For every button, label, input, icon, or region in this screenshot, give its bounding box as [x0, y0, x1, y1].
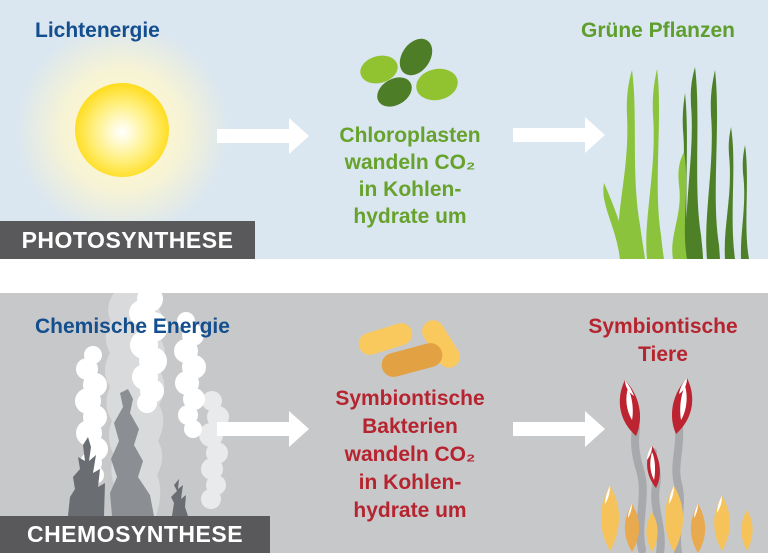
- green-plants-label: Grüne Pflanzen: [580, 19, 736, 42]
- green-plants-illustration: [603, 67, 749, 259]
- process-line: Chloroplasten: [339, 124, 481, 147]
- chemical-energy-label: Chemische Energie: [35, 315, 230, 338]
- process-line: Bakterien: [362, 415, 458, 438]
- process-line: Symbiontische: [335, 387, 485, 410]
- arrow-right-icon: [217, 118, 309, 154]
- symbiotic-animals-label: Symbiontische Tiere: [563, 313, 763, 369]
- photosynthesis-panel: Lichtenergie Chloroplasten wandeln CO₂ i…: [0, 0, 768, 259]
- process-line: wandeln CO₂: [344, 151, 476, 174]
- chemosynthesis-process-text: Symbiontische Bakterien wandeln CO₂ in K…: [310, 385, 510, 525]
- photosynthesis-process-text: Chloroplasten wandeln CO₂ in Kohlen- hyd…: [310, 122, 510, 230]
- arrow-right-icon: [513, 411, 605, 447]
- arrow-right-icon: [217, 411, 309, 447]
- symbiotic-animals-line: Tiere: [638, 343, 688, 366]
- process-line: wandeln CO₂: [344, 443, 476, 466]
- process-line: hydrate um: [353, 499, 467, 522]
- tube-worms-illustration: [600, 378, 753, 553]
- process-line: in Kohlen-: [358, 178, 462, 201]
- arrow-right-icon: [513, 117, 605, 153]
- hydrothermal-vent-illustration: [68, 293, 229, 516]
- photosynthesis-banner: PHOTOSYNTHESE: [0, 221, 255, 259]
- process-line: hydrate um: [353, 205, 467, 228]
- sun-icon: [75, 83, 169, 177]
- panel-divider: [0, 259, 768, 293]
- chemosynthesis-banner: CHEMOSYNTHESE: [0, 516, 270, 553]
- chemosynthesis-panel: Chemische Energie Symbiontische Bakterie…: [0, 293, 768, 553]
- process-line: in Kohlen-: [358, 471, 462, 494]
- light-energy-label: Lichtenergie: [35, 19, 160, 42]
- symbiotic-animals-line: Symbiontische: [588, 315, 738, 338]
